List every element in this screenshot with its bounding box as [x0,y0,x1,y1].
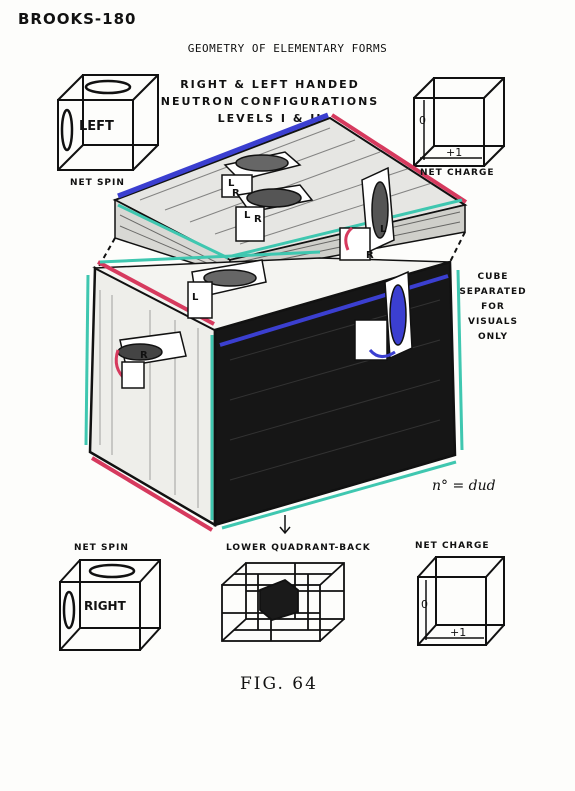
gear-unit-1 [221,151,302,198]
page-header: BROOKS-180 [18,10,137,28]
gear-unit-3 [339,166,395,261]
down-arrow-icon [279,515,291,535]
cube-separated-note: CUBE SEPARATED FOR VISUALS ONLY [459,272,527,342]
gear-unit-2 [235,184,314,242]
bottom-right-cube [417,556,505,646]
gear-label-3: L [244,210,251,221]
top-charge-plus: +1 [446,146,462,159]
gear-label-5: L [380,224,387,235]
bottom-net-spin-caption: NET SPIN [74,543,129,553]
bottom-charge-zero: 0 [421,598,428,611]
gear-unit-5 [114,331,187,389]
bottom-charge-plus: +1 [450,626,466,639]
left-face-label: LEFT [79,119,114,134]
top-net-spin-caption: NET SPIN [70,178,125,188]
right-face-label: RIGHT [84,599,127,613]
main-cube [84,112,468,532]
top-left-cube [57,74,159,171]
gear-label-2: R [232,188,240,199]
top-right-cube [413,77,505,167]
gear-label-1: L [228,178,235,189]
page-title: GEOMETRY OF ELEMENTARY FORMS [187,42,388,55]
lower-quadrant-caption: LOWER QUADRANT-BACK [226,543,371,553]
gear-label-7: L [192,292,199,303]
lower-quadrant-grid [221,562,345,642]
gear-label-4: R [254,214,262,225]
gear-label-8: R [140,350,148,361]
gear-unit-4 [187,259,267,319]
top-net-charge-caption: NET CHARGE [420,168,495,178]
gear-unit-6 [354,270,413,361]
configuration-title: RIGHT & LEFT HANDED NEUTRON CONFIGURATIO… [160,78,380,125]
figure-caption: FIG. 64 [240,674,318,694]
top-charge-zero: 0 [419,114,426,127]
bottom-left-cube [59,559,161,651]
gear-labels: L R L R L R L R [140,178,387,361]
dud-note: n° = dud [432,478,496,494]
gear-label-6: R [366,250,374,261]
bottom-net-charge-caption: NET CHARGE [415,541,490,551]
